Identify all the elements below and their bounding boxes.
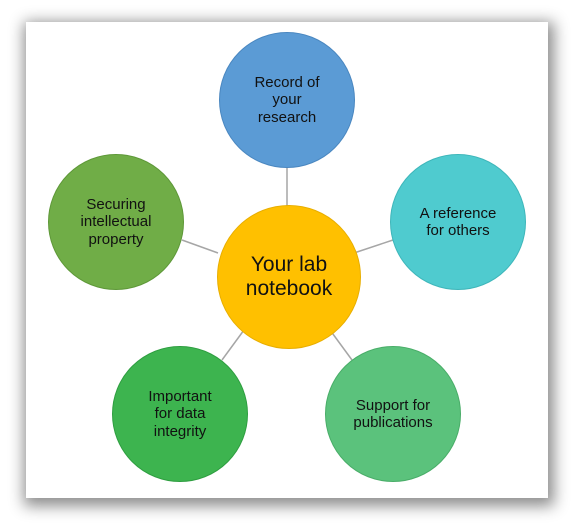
connector-publications [329,329,353,361]
node-label: Support for publications [353,396,433,431]
connector-ip [181,239,219,254]
node-intellectual-property: Securing intellectual property [48,154,184,290]
connector-integrity [221,329,245,361]
center-node-lab-notebook: Your lab notebook [217,205,361,349]
node-support-for-publications: Support for publications [325,346,461,482]
node-reference-for-others: A reference for others [390,154,526,290]
node-label: Securing intellectual property [80,196,152,248]
node-label: Important for data integrity [148,388,212,440]
connector-reference [353,239,394,254]
node-data-integrity: Important for data integrity [112,346,248,482]
node-label: Record of your research [254,74,320,126]
node-record-of-research: Record of your research [219,32,355,168]
node-label: A reference for others [419,204,497,239]
center-label: Your lab notebook [245,252,333,300]
